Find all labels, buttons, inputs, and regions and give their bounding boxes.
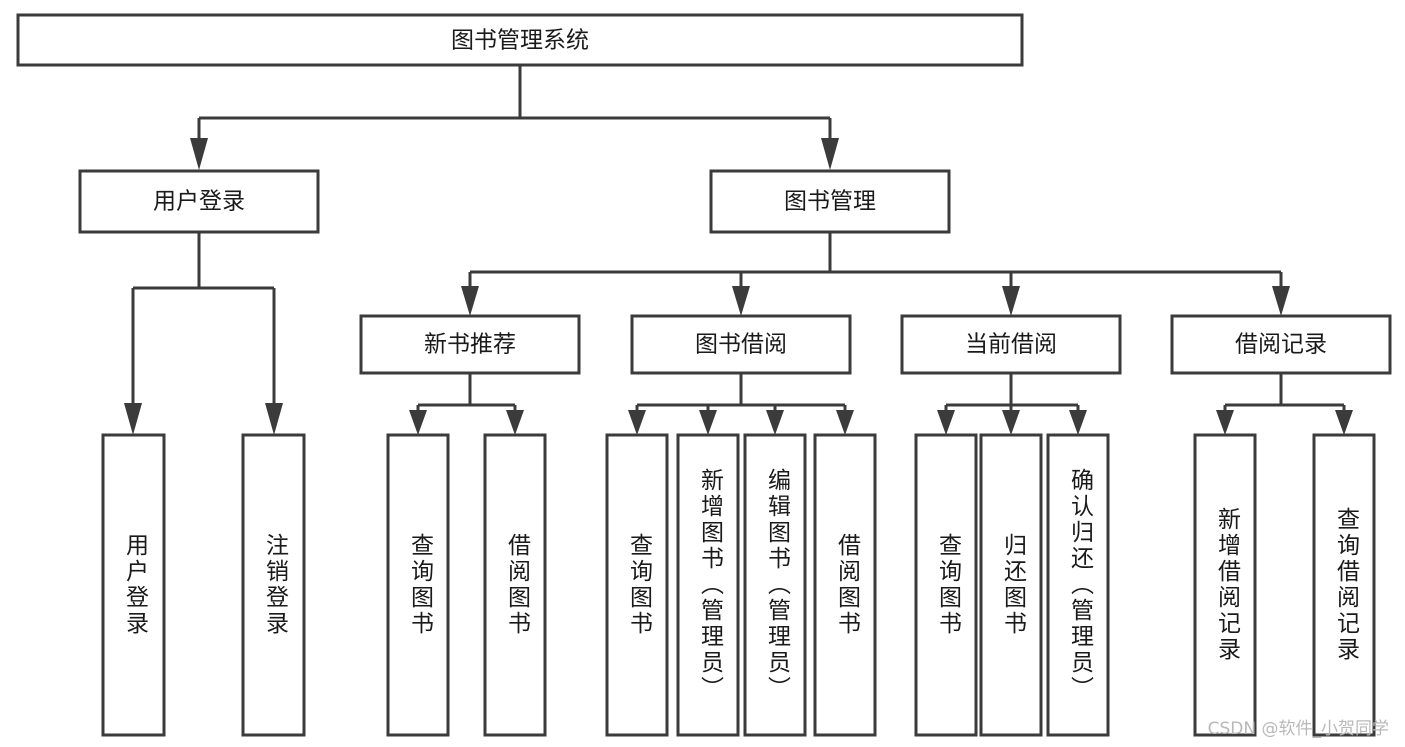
node-leaf-query-book-3[interactable]: 查询图书 xyxy=(914,433,978,737)
node-leaf-query-record-label: 查询借阅记录 xyxy=(1333,507,1361,663)
node-book-borrow[interactable]: 图书借阅 xyxy=(630,314,852,375)
node-leaf-query-book-3-label: 查询图书 xyxy=(935,533,963,637)
node-leaf-query-record[interactable]: 查询借阅记录 xyxy=(1312,433,1376,737)
node-leaf-return-book-label: 归还图书 xyxy=(1000,533,1028,637)
node-leaf-query-book-2-box[interactable] xyxy=(605,433,669,737)
node-leaf-confirm-return-label: 确认归还（管理员） xyxy=(1067,468,1095,702)
node-new-book-rec-label: 新书推荐 xyxy=(424,332,516,358)
arrowhead-leaf-add-record xyxy=(1216,410,1234,435)
node-leaf-user-login-label: 用户登录 xyxy=(122,533,150,637)
node-leaf-query-book-1-box[interactable] xyxy=(386,433,450,737)
node-leaf-edit-book-box[interactable] xyxy=(743,433,807,737)
node-book-manage[interactable]: 图书管理 xyxy=(709,169,951,234)
arrowhead-book-borrow xyxy=(732,286,750,316)
arrowhead-leaf-confirm-return xyxy=(1069,410,1087,435)
arrowhead-book-manage xyxy=(821,138,839,170)
arrowhead-leaf-query-book-3 xyxy=(937,410,955,435)
node-leaf-borrow-book-2[interactable]: 借阅图书 xyxy=(813,433,877,737)
node-leaf-query-book-2-label: 查询图书 xyxy=(626,533,654,637)
node-root-box[interactable] xyxy=(16,13,1024,67)
node-current-borrow-box[interactable] xyxy=(900,314,1122,375)
node-new-book-rec-box[interactable] xyxy=(359,314,581,375)
arrowhead-leaf-borrow-book-1 xyxy=(506,410,524,435)
arrowhead-leaf-query-book-2 xyxy=(628,410,646,435)
node-leaf-return-book-box[interactable] xyxy=(979,433,1043,737)
arrowhead-leaf-edit-book xyxy=(766,410,784,435)
node-leaf-add-record-label: 新增借阅记录 xyxy=(1214,507,1242,663)
node-current-borrow-label: 当前借阅 xyxy=(965,332,1057,358)
node-leaf-borrow-book-2-label: 借阅图书 xyxy=(834,533,862,637)
node-new-book-rec[interactable]: 新书推荐 xyxy=(359,314,581,375)
node-leaf-query-record-box[interactable] xyxy=(1312,433,1376,737)
edges-layer xyxy=(124,65,1353,435)
node-user-login-box[interactable] xyxy=(78,169,320,234)
node-leaf-borrow-book-1-box[interactable] xyxy=(483,433,547,737)
node-leaf-edit-book-label: 编辑图书（管理员） xyxy=(764,468,792,702)
node-leaf-query-book-1[interactable]: 查询图书 xyxy=(386,433,450,737)
node-borrow-record[interactable]: 借阅记录 xyxy=(1170,314,1392,375)
node-leaf-add-book-label: 新增图书（管理员） xyxy=(697,468,725,702)
node-leaf-query-book-1-label: 查询图书 xyxy=(407,533,435,637)
arrowhead-leaf-query-book-1 xyxy=(409,410,427,435)
node-book-manage-box[interactable] xyxy=(709,169,951,234)
arrowhead-current-borrow xyxy=(1002,286,1020,316)
node-leaf-add-book-box[interactable] xyxy=(676,433,740,737)
node-leaf-query-book-2[interactable]: 查询图书 xyxy=(605,433,669,737)
arrowhead-user-login xyxy=(190,138,208,170)
node-borrow-record-label: 借阅记录 xyxy=(1235,332,1327,358)
node-leaf-add-book[interactable]: 新增图书（管理员） xyxy=(676,433,740,737)
arrowhead-leaf-logout xyxy=(265,403,283,435)
arrowhead-leaf-add-book xyxy=(699,410,717,435)
arrowhead-borrow-record xyxy=(1272,286,1290,316)
node-leaf-borrow-book-1[interactable]: 借阅图书 xyxy=(483,433,547,737)
node-borrow-record-box[interactable] xyxy=(1170,314,1392,375)
node-leaf-query-book-3-box[interactable] xyxy=(914,433,978,737)
node-book-borrow-box[interactable] xyxy=(630,314,852,375)
node-root-label: 图书管理系统 xyxy=(451,28,589,54)
node-leaf-logout-box[interactable] xyxy=(241,433,306,737)
node-book-manage-label: 图书管理 xyxy=(784,189,876,215)
node-leaf-edit-book[interactable]: 编辑图书（管理员） xyxy=(743,433,807,737)
node-leaf-logout-label: 注销登录 xyxy=(262,533,290,637)
arrowhead-leaf-user-login xyxy=(124,403,142,435)
node-leaf-borrow-book-1-label: 借阅图书 xyxy=(504,533,532,637)
arrowhead-leaf-return-book xyxy=(1002,410,1020,435)
node-leaf-add-record-box[interactable] xyxy=(1193,433,1257,737)
node-book-borrow-label: 图书借阅 xyxy=(695,332,787,358)
node-leaf-user-login-box[interactable] xyxy=(101,433,166,737)
node-leaf-user-login[interactable]: 用户登录 xyxy=(101,433,166,737)
arrowhead-leaf-query-record xyxy=(1335,410,1353,435)
node-leaf-logout[interactable]: 注销登录 xyxy=(241,433,306,737)
node-leaf-confirm-return-box[interactable] xyxy=(1046,433,1110,737)
node-leaf-confirm-return[interactable]: 确认归还（管理员） xyxy=(1046,433,1110,737)
node-leaf-borrow-book-2-box[interactable] xyxy=(813,433,877,737)
node-current-borrow[interactable]: 当前借阅 xyxy=(900,314,1122,375)
node-root[interactable]: 图书管理系统 xyxy=(16,13,1024,67)
node-user-login-label: 用户登录 xyxy=(153,189,245,215)
arrowhead-leaf-borrow-book-2 xyxy=(836,410,854,435)
node-user-login[interactable]: 用户登录 xyxy=(78,169,320,234)
node-leaf-add-record[interactable]: 新增借阅记录 xyxy=(1193,433,1257,737)
node-leaf-return-book[interactable]: 归还图书 xyxy=(979,433,1043,737)
arrowhead-new-book-rec xyxy=(461,286,479,316)
